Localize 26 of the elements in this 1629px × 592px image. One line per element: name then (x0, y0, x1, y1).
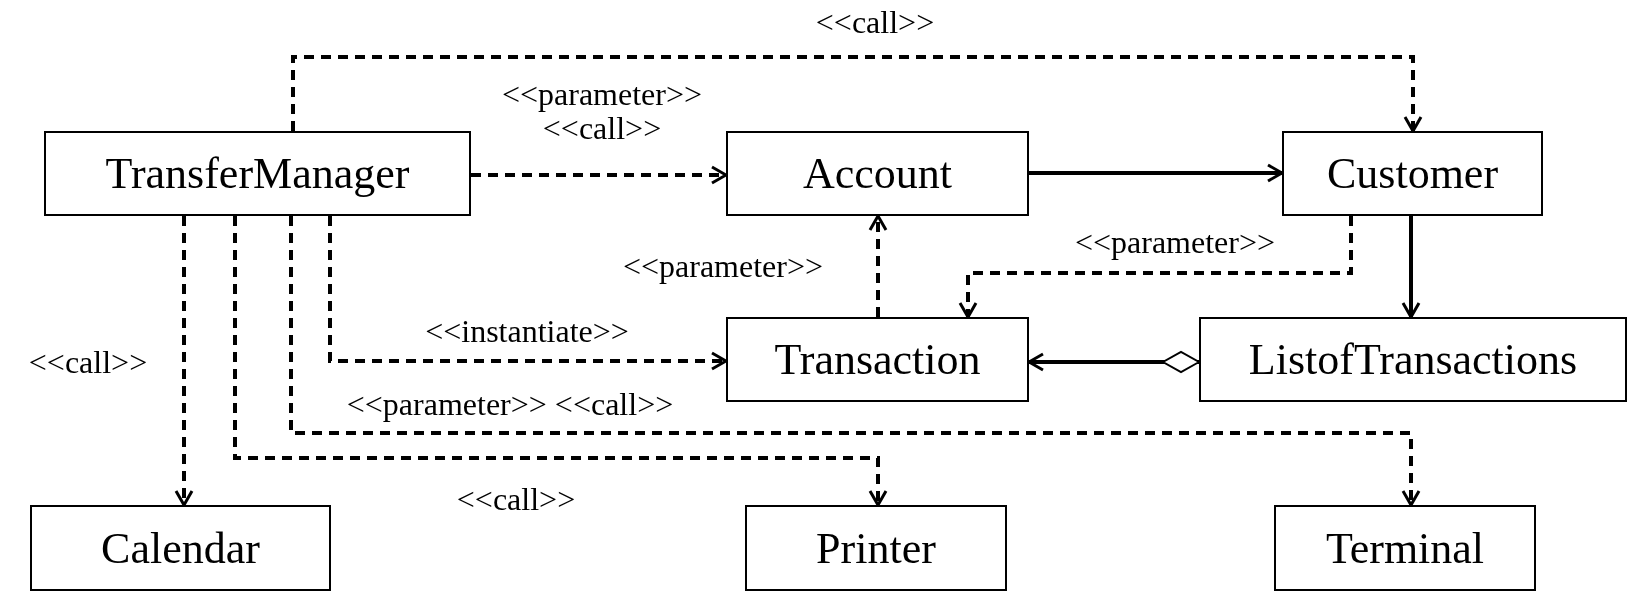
class-box (1282, 131, 1543, 216)
dashed-arrow (958, 216, 1353, 319)
class-name: Terminal (1325, 522, 1485, 574)
class-name: TransferManager (105, 148, 410, 199)
arrow (1029, 163, 1284, 183)
class-name: Printer (816, 522, 936, 574)
class-box (30, 505, 331, 591)
class-box (726, 131, 1029, 216)
dashed-arrow (291, 55, 1423, 133)
class-name: Customer (1326, 148, 1499, 199)
arrow (1401, 216, 1421, 319)
class-box (726, 317, 1029, 402)
dashed-arrow (174, 216, 194, 507)
dashed-arrow (289, 216, 1421, 507)
class-box (745, 505, 1007, 591)
class-name: Transaction (774, 334, 981, 385)
dashed-arrow (868, 214, 888, 317)
class-name: Account (802, 148, 953, 199)
class-box (1199, 317, 1627, 402)
class-name: ListofTransactions (1248, 334, 1578, 385)
dashed-arrow (233, 216, 888, 507)
class-name: Calendar (101, 522, 260, 574)
class-box (44, 131, 471, 216)
dashed-arrow (328, 216, 728, 371)
dashed-arrow (471, 165, 728, 185)
class-box (1274, 505, 1536, 591)
